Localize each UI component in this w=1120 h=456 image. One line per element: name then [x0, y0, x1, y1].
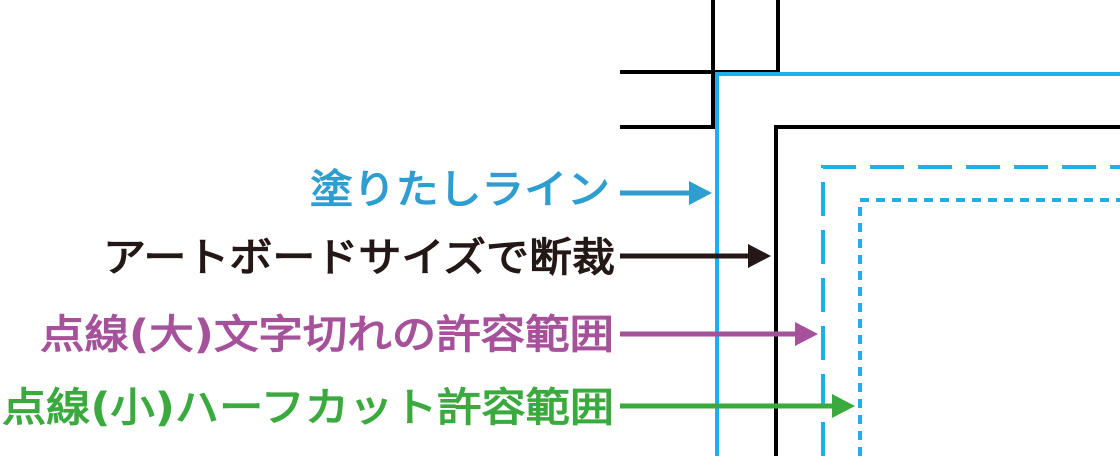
arrow-small-dotted — [620, 394, 855, 418]
labels: 塗りたしライン アートボードサイズで断裁 点線(大)文字切れの許容範囲 点線(小… — [2, 167, 615, 431]
label-small-dotted: 点線(小)ハーフカット許容範囲 — [2, 385, 614, 431]
arrow-large-dotted — [620, 322, 818, 346]
crop-mark-inner — [620, 0, 780, 74]
crop-marks — [620, 0, 780, 129]
arrow-artboard — [620, 244, 771, 268]
label-artboard-trim: アートボードサイズで断裁 — [103, 235, 615, 281]
bleed-line — [715, 72, 1120, 456]
large-dotted-safe-line — [821, 165, 1120, 456]
arrows — [620, 181, 855, 418]
crop-mark-outer — [620, 0, 715, 129]
arrow-bleed — [620, 181, 712, 205]
label-large-dotted: 点線(大)文字切れの許容範囲 — [40, 312, 614, 358]
artboard-trim-line — [774, 125, 1120, 456]
small-dotted-halfcut-line — [858, 198, 1120, 456]
label-bleed-line: 塗りたしライン — [310, 167, 610, 213]
